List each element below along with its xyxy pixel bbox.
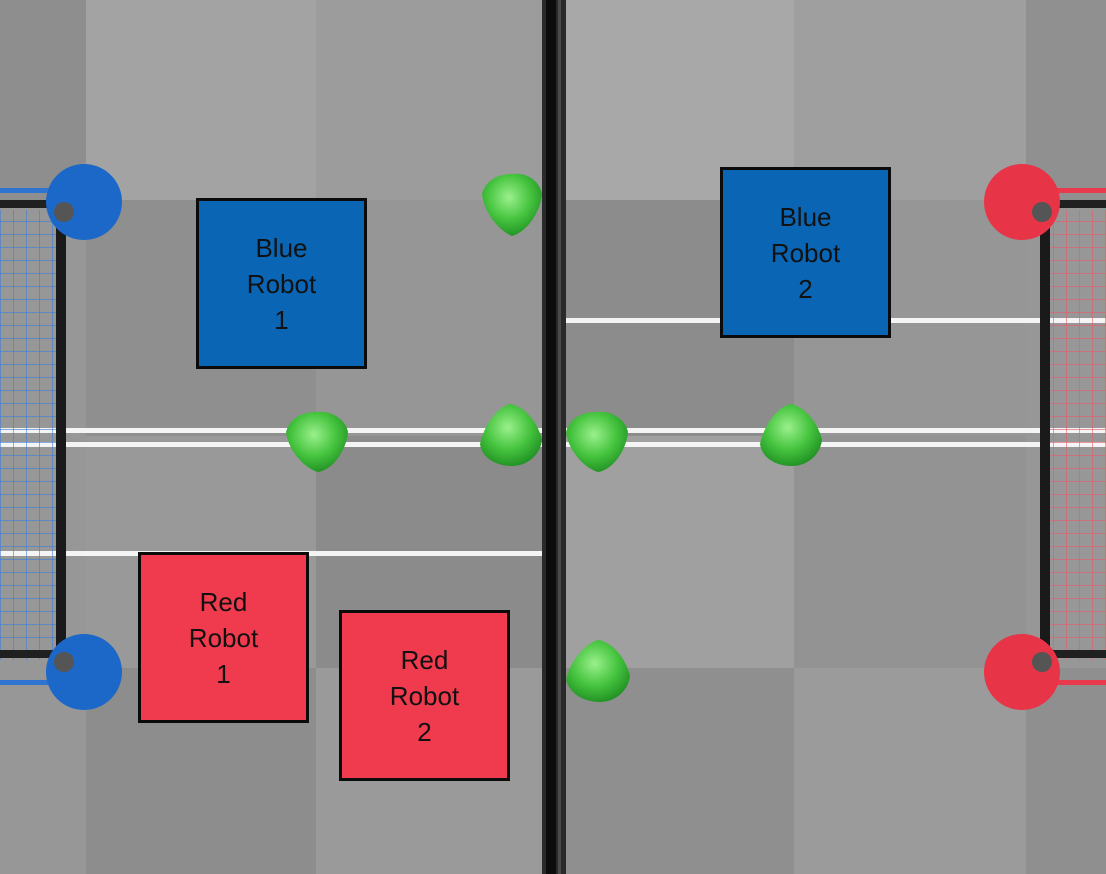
red-robot-2: Red Robot 2: [339, 610, 510, 781]
game-pieces: [286, 173, 822, 702]
robot-label-word: Robot: [188, 622, 259, 653]
robot-label-alliance: Blue: [255, 232, 308, 263]
center-barrier: [542, 0, 566, 874]
blue-goal-post-top: [46, 164, 122, 240]
robot-label-number: 1: [216, 658, 231, 689]
robot-label-number: 2: [417, 716, 432, 747]
red-goal-post-top: [984, 164, 1060, 240]
robot-label-alliance: Red: [400, 644, 449, 675]
red-goal: [984, 164, 1106, 710]
robot-label-alliance: Blue: [779, 201, 832, 232]
robot-label-word: Robot: [770, 237, 841, 268]
blue-robot-2: Blue Robot 2: [720, 167, 891, 338]
robot-label-word: Robot: [389, 680, 460, 711]
robot-label-number: 1: [274, 304, 289, 335]
blue-goal: [0, 164, 122, 710]
red-goal-post-bottom: [984, 634, 1060, 710]
game-piece: [286, 411, 348, 472]
game-piece: [480, 404, 542, 466]
blue-robot-1: Blue Robot 1: [196, 198, 367, 369]
blue-goal-post-bottom: [46, 634, 122, 710]
robot-label-word: Robot: [246, 268, 317, 299]
game-piece: [566, 411, 628, 472]
game-piece: [566, 640, 630, 702]
robot-label-number: 2: [798, 273, 813, 304]
game-piece: [482, 173, 542, 236]
game-piece: [760, 404, 822, 466]
robot-label-alliance: Red: [199, 586, 248, 617]
red-robot-1: Red Robot 1: [138, 552, 309, 723]
